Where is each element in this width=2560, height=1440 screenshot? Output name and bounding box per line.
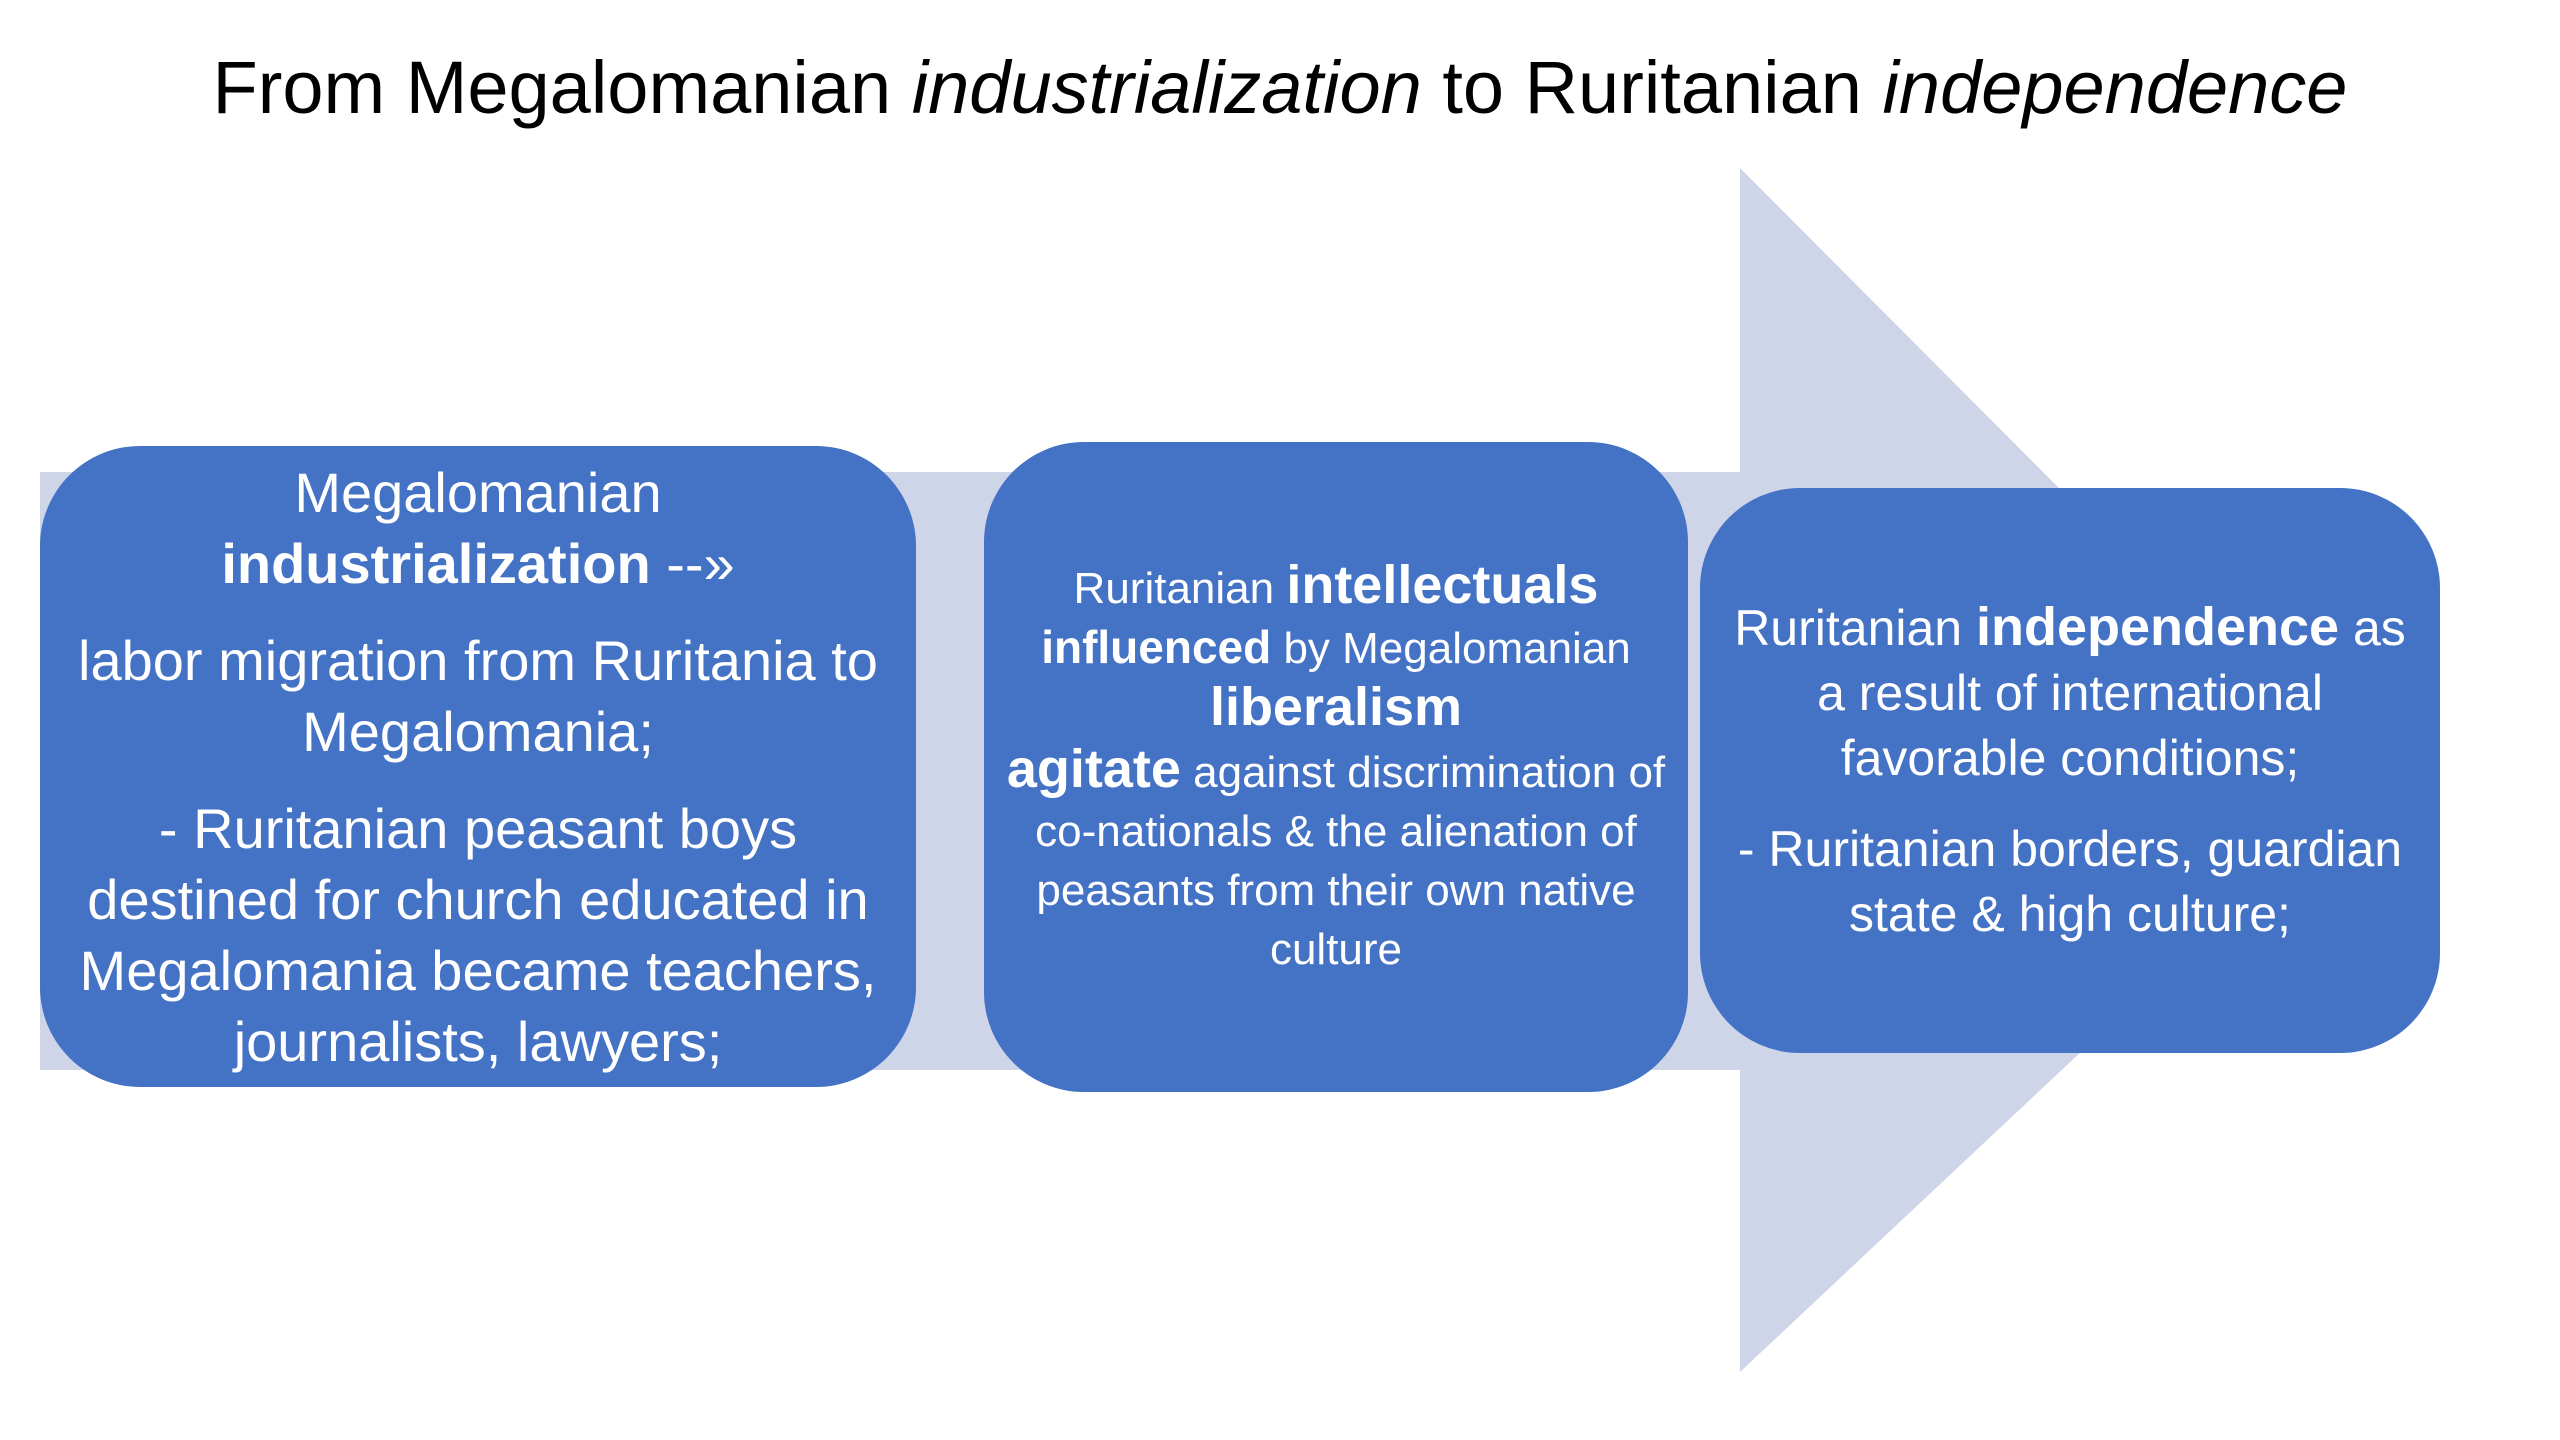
step-box-independence: Ruritanian independence as a result of i… <box>1700 488 2440 1053</box>
step3-para2: - Ruritanian borders, guardian state & h… <box>1737 820 2403 942</box>
title-part3: to Ruritanian <box>1421 46 1883 129</box>
step-box-industrialization: Megalomanian industrialization --» labor… <box>40 446 916 1087</box>
step1-para2: labor migration from Ruritania to Megalo… <box>78 628 878 763</box>
step2-t2: intellectuals <box>1286 554 1599 615</box>
title-part4: independence <box>1882 46 2348 129</box>
step3-text: Ruritanian independence as a result of i… <box>1724 595 2416 791</box>
step3-t2: independence <box>1976 596 2340 657</box>
title-part2: industrialization <box>911 46 1422 129</box>
step2-t4: by Megalomanian <box>1271 623 1631 673</box>
step2-t1: Ruritanian <box>1073 563 1287 613</box>
step2-t5: liberalism <box>1209 676 1463 737</box>
step2-t6: agitate <box>1006 738 1181 799</box>
step3-t3: as a result of international favorable c… <box>1817 599 2406 786</box>
step1-heading: Megalomanian industrialization --» <box>221 457 734 599</box>
step1-line2-rest: --» <box>650 531 735 595</box>
step1-line2-bold: industrialization <box>221 531 651 595</box>
title-part1: From Megalomanian <box>212 46 912 129</box>
step1-line1: Megalomanian <box>294 460 662 524</box>
step1-para3: - Ruritanian peasant boys destined for c… <box>79 796 877 1073</box>
step2-text: Ruritanian intellectuals influenced by M… <box>1004 554 1668 979</box>
step2-t7: against discrimination of co-nationals &… <box>1035 747 1666 974</box>
slide-title: From Megalomanian industrialization to R… <box>0 38 2560 138</box>
step2-t3: influenced <box>1041 620 1272 673</box>
step3-t1: Ruritanian <box>1734 599 1976 656</box>
step-box-intellectuals: Ruritanian intellectuals influenced by M… <box>984 442 1688 1092</box>
